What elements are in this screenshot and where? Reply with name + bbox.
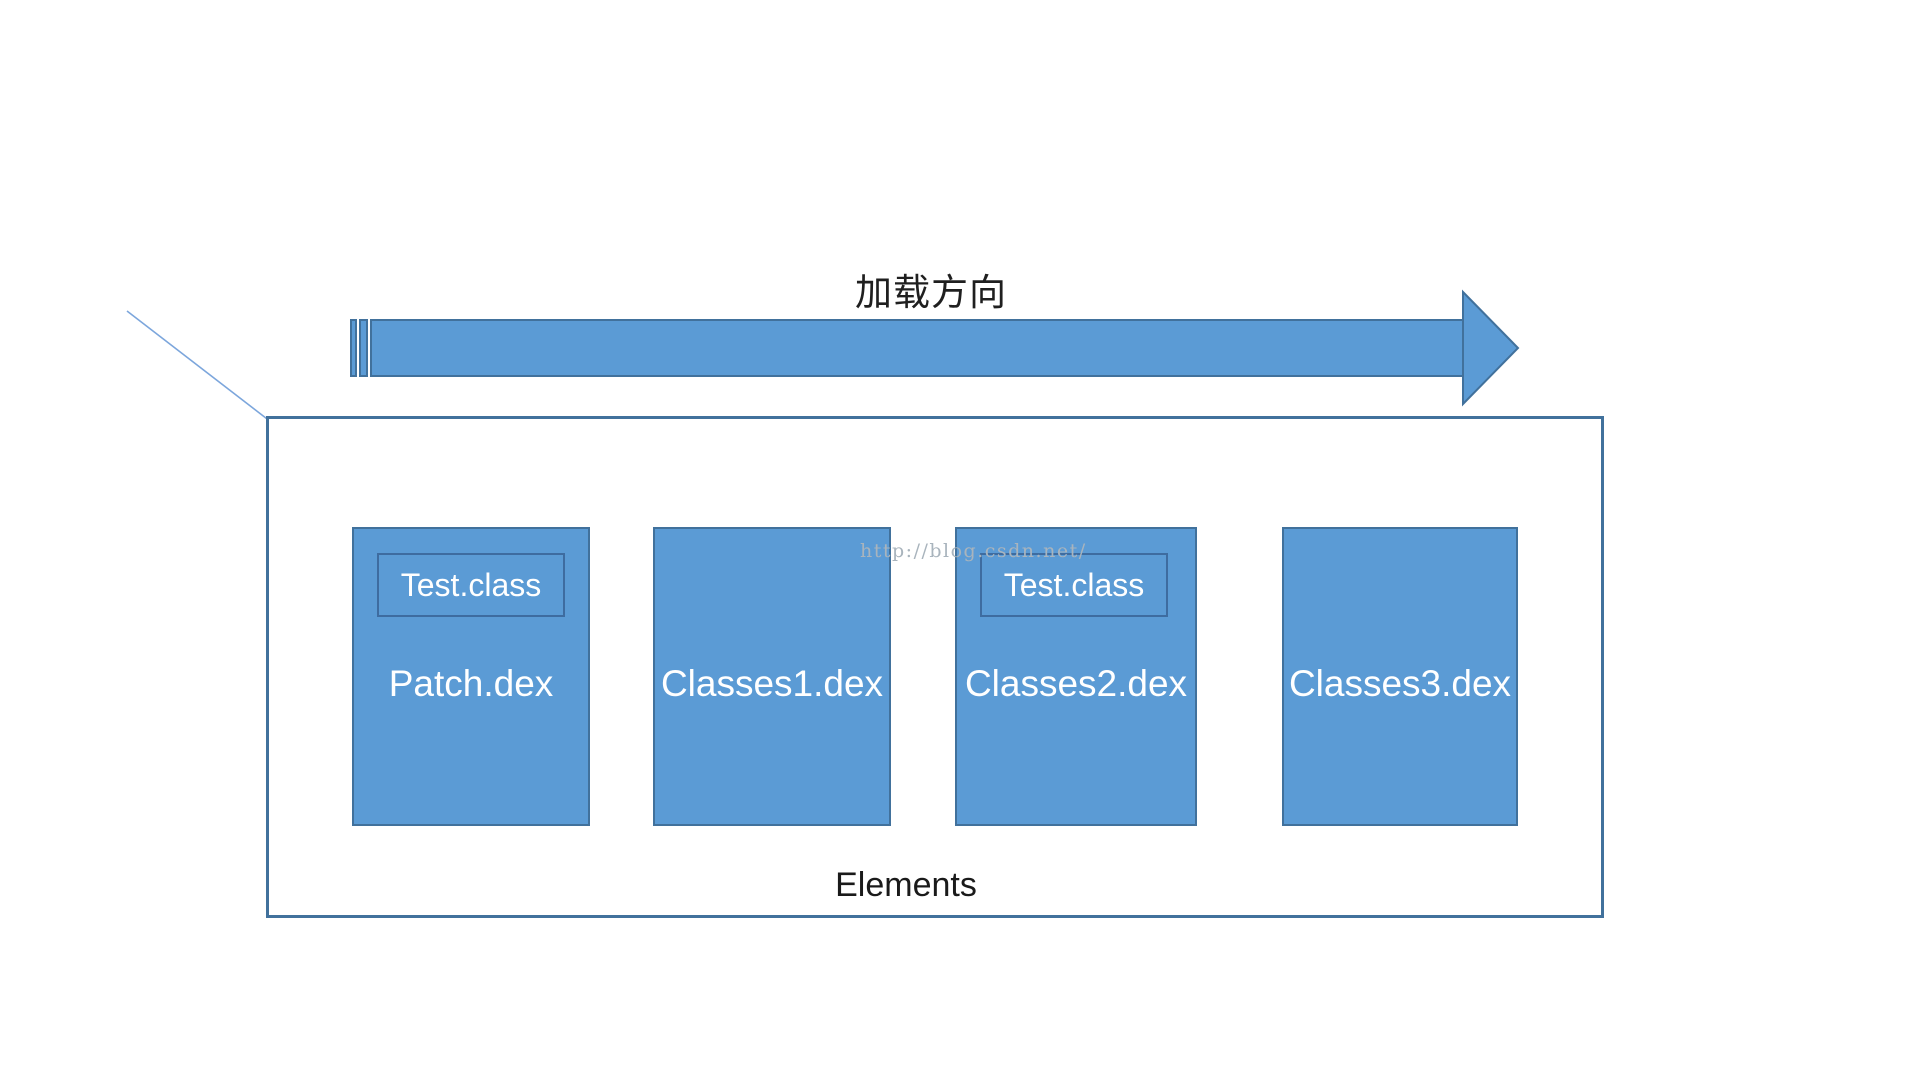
direction-label: 加载方向 (855, 272, 1007, 313)
dex-box-label: Classes1.dex (660, 663, 884, 704)
dex-box-label: Patch.dex (388, 663, 554, 704)
dex-box-patch: Test.class Patch.dex (352, 527, 590, 826)
elements-container-label: Elements (835, 866, 977, 904)
dex-box-classes2: Test.class Classes2.dex (955, 527, 1197, 826)
dex-box-label: Classes2.dex (964, 663, 1188, 704)
dex-box-classes3: Classes3.dex (1282, 527, 1518, 826)
dex-box-classes1: Classes1.dex (653, 527, 891, 826)
inner-class-box-classes2: Test.class (980, 553, 1168, 617)
dex-box-label: Classes3.dex (1288, 663, 1512, 704)
watermark-text: http://blog.csdn.net/ (860, 540, 1087, 562)
inner-class-box-patch: Test.class (377, 553, 565, 617)
